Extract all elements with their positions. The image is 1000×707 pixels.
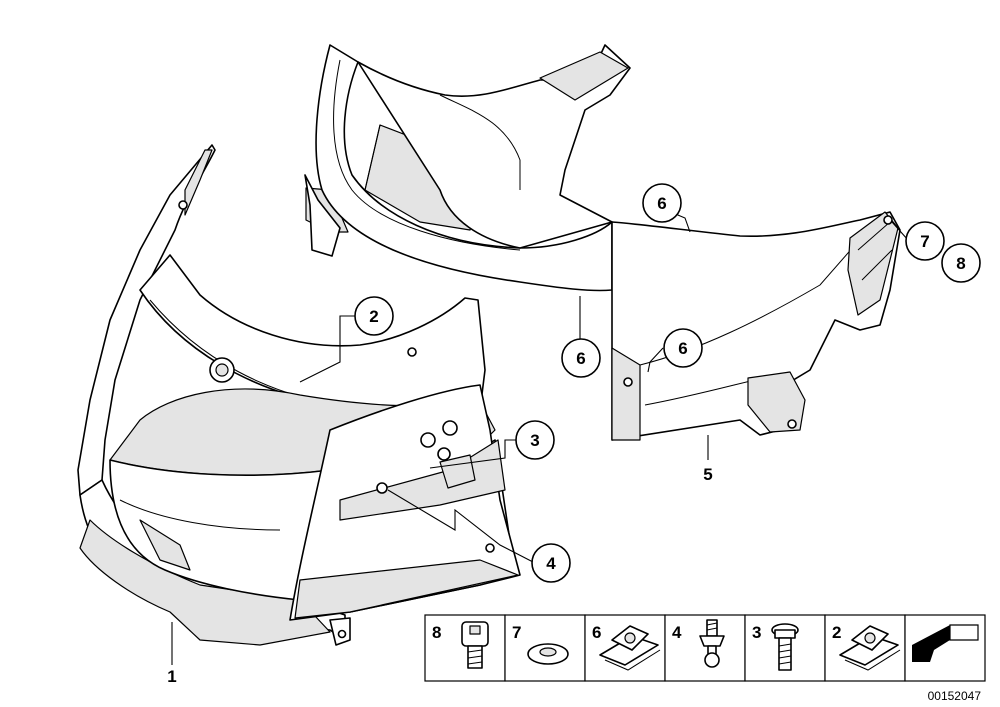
legend-number: 3 <box>752 623 761 642</box>
svg-text:4: 4 <box>546 554 556 573</box>
legend-number: 4 <box>672 623 682 642</box>
callout-8: 8 <box>941 243 981 283</box>
svg-text:6: 6 <box>576 349 585 368</box>
callout-6-top: 6 <box>642 183 682 223</box>
arrow-icon <box>912 624 979 662</box>
callout-4: 4 <box>531 543 571 583</box>
legend-number: 7 <box>512 623 521 642</box>
leader-lines <box>171 209 909 665</box>
hex-socket-bolt-icon <box>461 621 489 669</box>
front-fairing-part <box>77 144 521 646</box>
legend-number: 8 <box>432 623 441 642</box>
ball-stud-icon <box>699 619 725 668</box>
svg-text:7: 7 <box>920 232 929 251</box>
clip-nut-icon <box>839 625 901 671</box>
callout-2: 2 <box>354 296 394 336</box>
svg-text:3: 3 <box>530 431 539 450</box>
callout-5: 5 <box>703 465 712 484</box>
svg-text:6: 6 <box>678 339 687 358</box>
callout-3: 3 <box>515 420 555 460</box>
callout-6-mid: 6 <box>663 328 703 368</box>
clip-nut-icon <box>599 625 661 671</box>
svg-text:2: 2 <box>369 307 378 326</box>
legend-number: 2 <box>832 623 841 642</box>
callout-7: 7 <box>905 221 945 261</box>
callout-1: 1 <box>167 667 176 686</box>
callout-6-left: 6 <box>561 338 601 378</box>
drawing-number: 00152047 <box>928 689 982 703</box>
svg-text:8: 8 <box>956 254 965 273</box>
collar-screw-icon <box>771 623 799 671</box>
hardware-legend: 8 7 6 4 3 <box>424 614 986 682</box>
washer-icon <box>527 643 569 665</box>
svg-text:6: 6 <box>657 194 666 213</box>
legend-number: 6 <box>592 623 601 642</box>
upper-bracket-part <box>304 44 901 441</box>
